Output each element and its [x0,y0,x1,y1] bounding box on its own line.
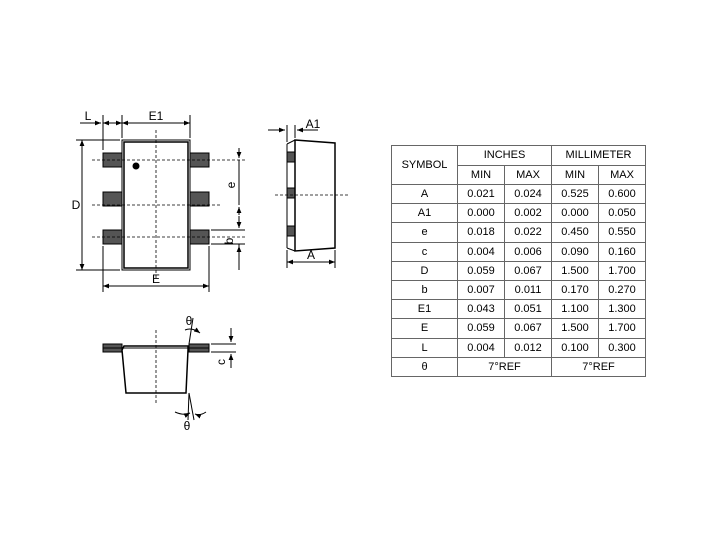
cell-mm-min: 0.170 [551,279,599,301]
header-inches: INCHES [457,145,552,166]
cell-mm-max: 0.550 [598,222,646,243]
label-E1: E1 [149,109,164,123]
cell-mm-min: 1.500 [551,318,599,339]
cell-symbol: A1 [391,203,458,224]
top-view: L E1 D E e b [72,109,245,292]
label-L: L [85,109,92,123]
cell-in-max: 0.051 [504,299,552,320]
cell-symbol: θ [391,356,458,377]
cell-mm-max: 0.050 [598,203,646,224]
cell-mm-min: 1.100 [551,299,599,320]
table-row: c 0.004 0.006 0.090 0.160 [391,241,646,262]
cell-symbol: E [391,318,458,339]
cell-mm-min: 0.100 [551,337,599,358]
pin1-marker-dot [132,162,140,170]
cell-mm-max: 0.160 [598,241,646,262]
header-inches-max: MAX [504,164,552,185]
cell-symbol: A [391,183,458,205]
cell-mm-ref: 7°REF [551,356,646,377]
end-view: θ θ c [102,314,236,433]
cell-in-min: 0.059 [457,318,505,339]
cell-in-min: 0.000 [457,203,505,224]
cell-in-ref: 7°REF [457,356,552,377]
header-symbol: SYMBOL [391,145,458,185]
cell-symbol: c [391,241,458,262]
cell-in-min: 0.059 [457,260,505,281]
table-row: A1 0.000 0.002 0.000 0.050 [391,203,646,224]
cell-in-min: 0.007 [457,279,505,301]
cell-in-max: 0.067 [504,318,552,339]
label-b: b [222,237,236,244]
label-theta-bottom: θ [184,419,191,433]
cell-symbol: E1 [391,299,458,320]
label-theta-top: θ [186,314,193,328]
cell-symbol: D [391,260,458,281]
cell-mm-min: 0.090 [551,241,599,262]
cell-mm-max: 1.700 [598,260,646,281]
cell-mm-min: 1.500 [551,260,599,281]
pin-right-2 [188,191,210,207]
label-c: c [214,359,228,365]
dimension-table: SYMBOL INCHES MILLIMETER MIN MAX MIN MAX… [391,145,646,377]
cell-in-max: 0.067 [504,260,552,281]
cell-in-min: 0.021 [457,183,505,205]
label-e: e [224,181,238,188]
label-D: D [72,198,81,212]
cell-in-min: 0.004 [457,337,505,358]
cell-mm-min: 0.450 [551,222,599,243]
header-mm-min: MIN [551,164,599,185]
cell-mm-max: 0.300 [598,337,646,358]
cell-in-max: 0.011 [504,279,552,301]
table-row: D 0.059 0.067 1.500 1.700 [391,260,646,281]
cell-mm-min: 0.525 [551,183,599,205]
table-row: b 0.007 0.011 0.170 0.270 [391,279,646,301]
pin-left-2 [102,191,124,207]
header-millimeter: MILLIMETER [551,145,646,166]
cell-symbol: b [391,279,458,301]
cell-symbol: e [391,222,458,243]
cell-in-max: 0.002 [504,203,552,224]
table-row-theta: θ 7°REF 7°REF [391,356,646,377]
table-row: A 0.021 0.024 0.525 0.600 [391,183,646,205]
label-A: A [307,248,315,262]
cell-mm-max: 0.600 [598,183,646,205]
header-inches-min: MIN [457,164,505,185]
cell-in-min: 0.018 [457,222,505,243]
label-E: E [152,272,160,286]
cell-in-max: 0.022 [504,222,552,243]
table-row: e 0.018 0.022 0.450 0.550 [391,222,646,243]
table-row: E1 0.043 0.051 1.100 1.300 [391,299,646,320]
table-row: L 0.004 0.012 0.100 0.300 [391,337,646,358]
header-mm-max: MAX [598,164,646,185]
cell-symbol: L [391,337,458,358]
cell-mm-max: 1.300 [598,299,646,320]
cell-in-max: 0.012 [504,337,552,358]
cell-in-min: 0.004 [457,241,505,262]
cell-in-max: 0.006 [504,241,552,262]
table-row: E 0.059 0.067 1.500 1.700 [391,318,646,339]
cell-mm-max: 1.700 [598,318,646,339]
cell-mm-min: 0.000 [551,203,599,224]
label-A1: A1 [306,117,321,131]
cell-in-max: 0.024 [504,183,552,205]
side-view: A1 A [268,117,350,268]
cell-mm-max: 0.270 [598,279,646,301]
cell-in-min: 0.043 [457,299,505,320]
